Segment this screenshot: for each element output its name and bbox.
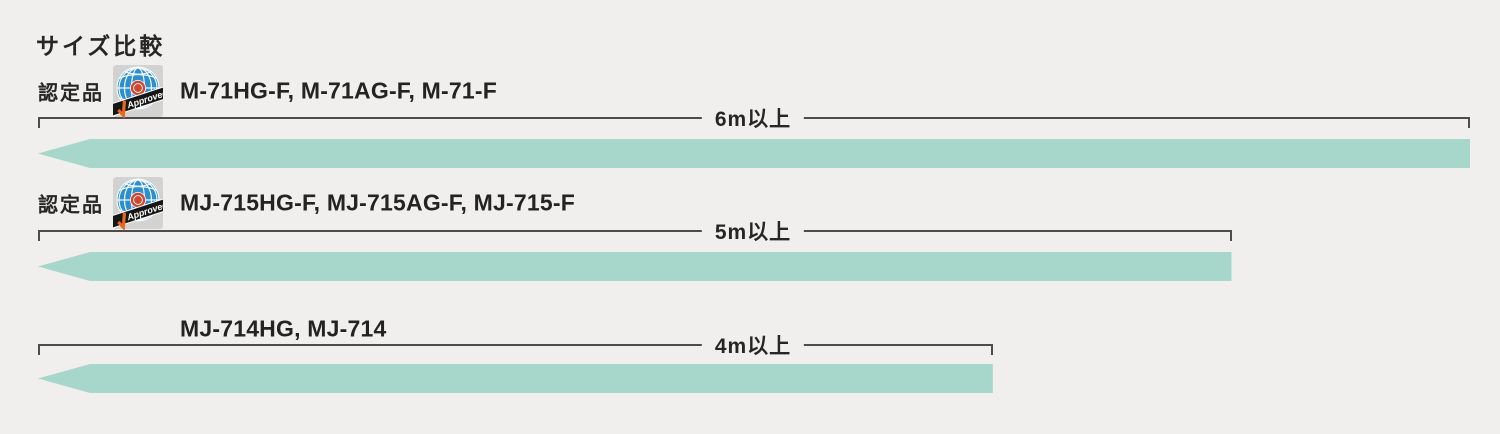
approved-badge-icon: Approved — [108, 65, 169, 119]
length-bar — [38, 139, 1471, 168]
approved-badge-icon: Approved — [108, 63, 169, 119]
length-label: 5m以上 — [701, 216, 805, 246]
product-models: MJ-715HG-F, MJ-715AG-F, MJ-715-F — [180, 189, 575, 216]
certified-label: 認定品 — [38, 194, 104, 217]
length-bracket: 6m以上 — [38, 103, 1471, 133]
length-label: 4m以上 — [701, 330, 805, 360]
length-bracket: 5m以上 — [38, 216, 1232, 246]
product-models: M-71HG-F, M-71AG-F, M-71-F — [180, 77, 497, 104]
page-title: サイズ比較 — [36, 33, 166, 59]
length-label: 6m以上 — [701, 103, 805, 133]
approved-badge-icon: Approved — [108, 177, 169, 231]
row-header: 認定品 — [38, 63, 938, 119]
product-models: MJ-714HG, MJ-714 — [180, 315, 387, 342]
row-header: 認定品 — [38, 175, 938, 231]
length-bar — [38, 364, 993, 393]
length-bracket: 4m以上 — [38, 330, 993, 360]
certified-label: 認定品 — [38, 82, 104, 105]
row-header: MJ-714HG, MJ-714 — [38, 301, 938, 357]
approved-badge-icon: Approved — [108, 175, 169, 231]
length-bar — [38, 252, 1232, 281]
